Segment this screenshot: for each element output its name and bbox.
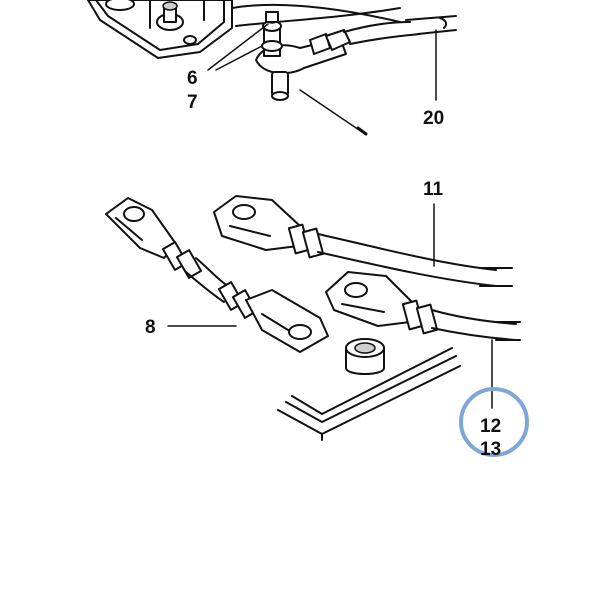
battery-post: [345, 338, 385, 375]
callout-12: 12: [480, 416, 501, 437]
callout-13: 13: [480, 439, 501, 460]
leader-lines: [167, 23, 493, 409]
callout-20: 20: [423, 108, 444, 129]
link-cable: [105, 197, 329, 353]
callout-11: 11: [423, 179, 444, 200]
highlight-circle: [459, 387, 529, 457]
callout-7: 7: [187, 92, 198, 113]
battery-case-edge: [277, 347, 461, 441]
upper-lug-cable: [213, 195, 513, 287]
terminal-block: [87, 0, 233, 59]
lower-lug-cable: [325, 271, 521, 341]
callout-8: 8: [145, 317, 156, 338]
callout-6: 6: [187, 68, 198, 89]
